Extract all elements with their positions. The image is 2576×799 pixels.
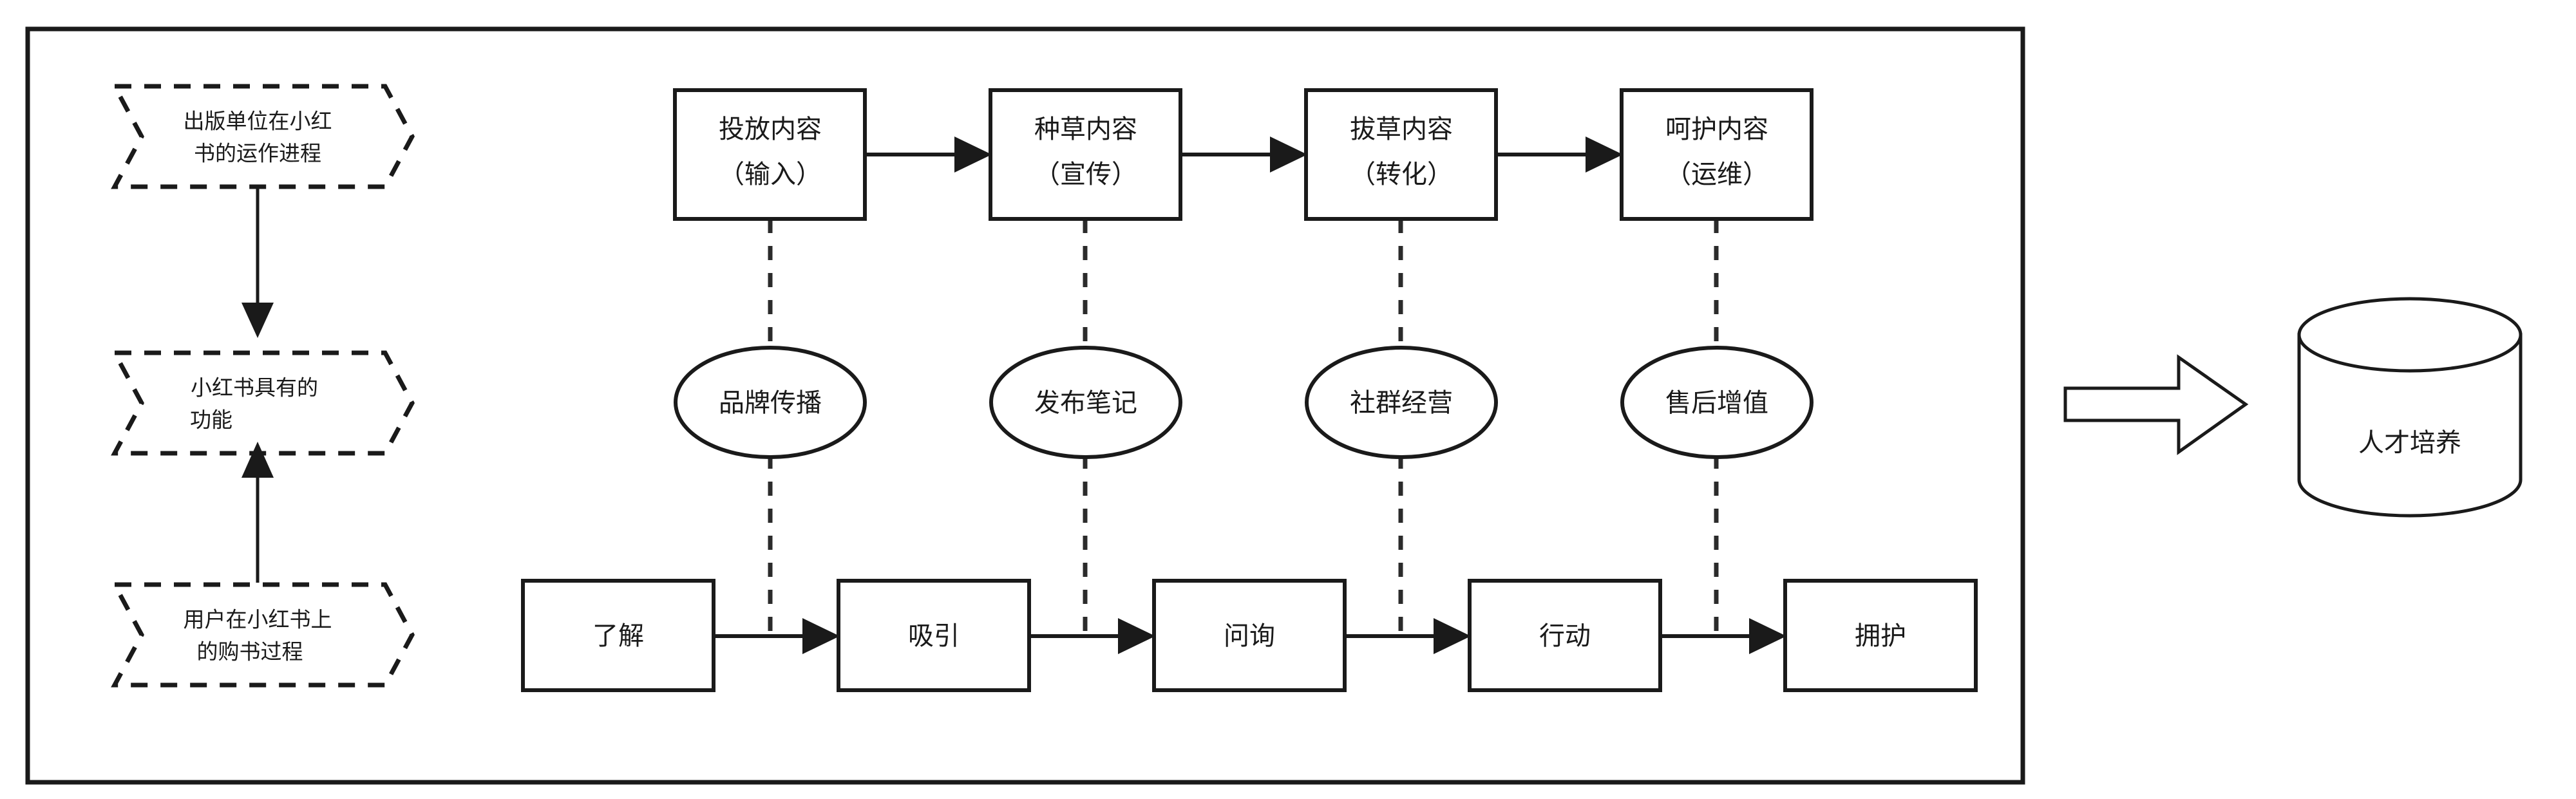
arrow-convert-to-operate: [1497, 136, 1623, 173]
journey-aware[interactable]: 了解: [521, 579, 715, 692]
lane-publisher-line1: 出版单位在小红: [184, 109, 332, 134]
fn-brand-label: 品牌传播: [719, 388, 822, 418]
outcome-cylinder-top: [2297, 297, 2523, 373]
fn-note[interactable]: 发布笔记: [989, 346, 1182, 459]
arrow-attract-to-ask: [1030, 618, 1155, 654]
journey-attract[interactable]: 吸引: [837, 579, 1031, 692]
journey-act-label: 行动: [1539, 621, 1591, 651]
journey-ask-label: 问询: [1224, 621, 1275, 651]
fn-brand-ellipse: [674, 346, 867, 459]
stage-convert[interactable]: 拔草内容 （转化）: [1304, 88, 1498, 221]
stage-operate-line2: （运维）: [1665, 160, 1768, 189]
stage-input-line2: （输入）: [719, 160, 822, 189]
journey-attract-box: [837, 579, 1031, 692]
lane-platform[interactable]: 小红书具有的 功能: [111, 350, 415, 456]
arrow-aware-to-attract: [715, 618, 840, 654]
fn-aftersale-ellipse: [1620, 346, 1814, 459]
journey-attract-label: 吸引: [908, 621, 960, 651]
outcome-cylinder[interactable]: 人才培养: [2297, 297, 2523, 518]
lane-platform-line2: 功能: [190, 408, 232, 433]
fn-community-label: 社群经营: [1350, 388, 1453, 418]
fn-community-ellipse: [1305, 346, 1498, 459]
journey-aware-box: [521, 579, 715, 692]
journey-advocate[interactable]: 拥护: [1783, 579, 1978, 692]
stage-convert-box: [1304, 88, 1498, 221]
journey-aware-label: 了解: [592, 621, 644, 651]
lane-user[interactable]: 用户在小红书上 的购书过程: [111, 582, 415, 688]
stage-promote-box: [989, 88, 1182, 221]
arrow-act-to-advocate: [1662, 618, 1786, 654]
stage-convert-line2: （转化）: [1350, 160, 1453, 189]
stage-promote-line1: 种草内容: [1034, 115, 1137, 144]
stage-input-line1: 投放内容: [719, 115, 822, 144]
lane-user-line1: 用户在小红书上: [184, 607, 332, 632]
journey-advocate-label: 拥护: [1855, 621, 1906, 651]
connector-publisher-to-platform: [242, 188, 274, 338]
connector-user-to-platform: [242, 442, 274, 583]
journey-act[interactable]: 行动: [1468, 579, 1662, 692]
fn-aftersale[interactable]: 售后增值: [1620, 346, 1814, 459]
stage-operate-box: [1620, 88, 1814, 221]
stage-promote-line2: （宣传）: [1034, 160, 1137, 189]
fn-note-ellipse: [989, 346, 1182, 459]
lane-publisher[interactable]: 出版单位在小红 书的运作进程: [111, 84, 415, 189]
stage-input-box: [673, 88, 867, 221]
lane-platform-shape: [111, 350, 415, 456]
stage-operate-line1: 呵护内容: [1665, 115, 1768, 144]
connector-publisher-arrowhead: [242, 303, 274, 338]
fn-community[interactable]: 社群经营: [1305, 346, 1498, 459]
lane-publisher-line2: 书的运作进程: [194, 141, 321, 166]
stage-input[interactable]: 投放内容 （输入）: [673, 88, 867, 221]
stage-convert-line1: 拔草内容: [1350, 115, 1453, 144]
outer-frame: [25, 26, 2025, 785]
lane-publisher-shape: [111, 84, 415, 189]
fn-note-label: 发布笔记: [1034, 388, 1137, 418]
stage-promote[interactable]: 种草内容 （宣传）: [989, 88, 1182, 221]
journey-act-box: [1468, 579, 1662, 692]
journey-advocate-box: [1783, 579, 1978, 692]
top-row-arrows: [866, 136, 1623, 173]
arrow-ask-to-act: [1346, 618, 1471, 654]
bottom-row-arrows: [715, 618, 1786, 654]
connector-user-arrowhead: [242, 442, 274, 478]
stage-operate[interactable]: 呵护内容 （运维）: [1620, 88, 1814, 221]
lane-user-shape: [111, 582, 415, 688]
outcome-cylinder-label: 人才培养: [2358, 428, 2461, 458]
fn-brand[interactable]: 品牌传播: [674, 346, 867, 459]
lane-user-line2: 的购书过程: [197, 639, 303, 664]
lane-platform-line1: 小红书具有的: [191, 375, 318, 400]
fn-aftersale-label: 售后增值: [1665, 388, 1768, 418]
block-arrow-shape: [2063, 354, 2249, 455]
journey-ask-box: [1152, 579, 1347, 692]
journey-ask[interactable]: 问询: [1152, 579, 1347, 692]
arrow-input-to-promote: [866, 136, 992, 173]
outcome-cylinder-body: [2297, 333, 2523, 518]
dashed-vertical-links: [768, 219, 1719, 637]
block-arrow-right: [2063, 354, 2249, 455]
arrow-promote-to-convert: [1182, 136, 1307, 173]
